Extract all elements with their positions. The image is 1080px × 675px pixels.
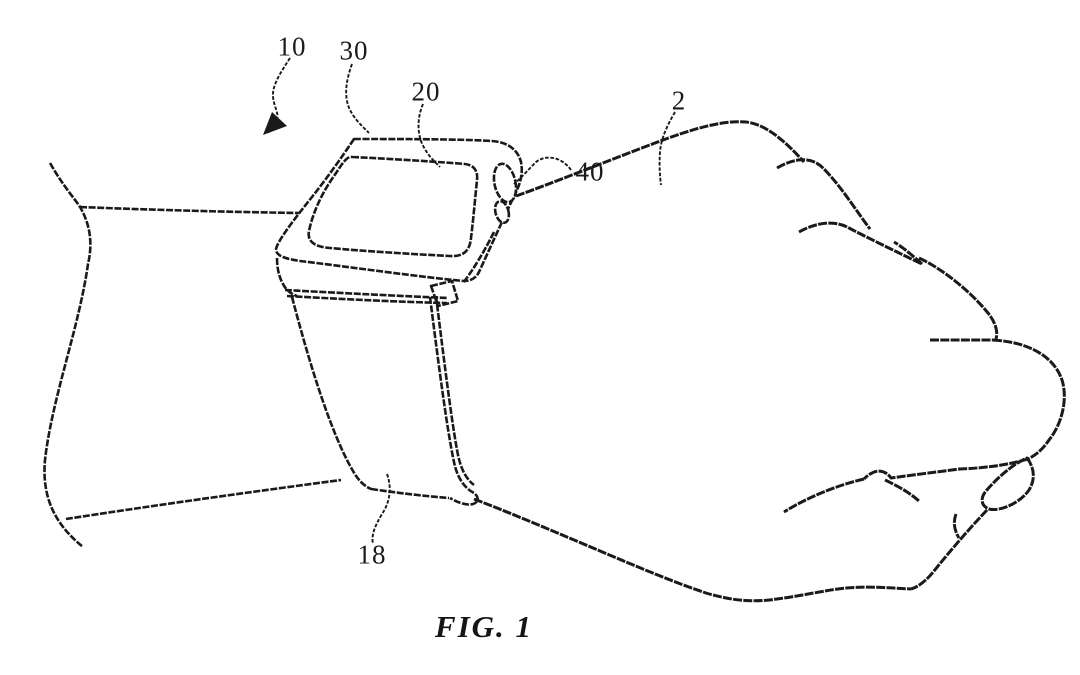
thumb-short-crease [952, 513, 961, 539]
thumb-outline [980, 456, 1035, 512]
watch-side-button [493, 199, 511, 225]
forearm-left-contour [43, 162, 92, 549]
band-strap-right-outer [428, 296, 479, 506]
fist-edge-descending [918, 256, 999, 340]
watch-case-underside-right [461, 231, 496, 284]
forearm-bottom-edge [65, 478, 342, 521]
band-top-edge-upper [284, 288, 449, 300]
watch-band-drawing [284, 288, 479, 506]
watch-case-left-lug [275, 257, 298, 298]
fist-right-edge [992, 338, 1066, 461]
watch-digital-crown [492, 162, 518, 204]
band-strap-right-inner [434, 295, 475, 487]
hand-bottom-contour [473, 497, 912, 603]
ref-label-30: 30 [339, 35, 369, 66]
finger-crease-branch [884, 478, 920, 503]
ref-label-2: 2 [671, 85, 687, 116]
leader-line-30 [345, 63, 370, 134]
forearm-top-edge [79, 205, 302, 215]
leader-line-40 [513, 156, 572, 185]
reference-leader-lines [263, 57, 676, 545]
watch-screen-outline [307, 155, 479, 258]
leader-line-10 [272, 57, 291, 120]
ref-label-18: 18 [357, 539, 387, 570]
watch-case-right-lug [429, 279, 460, 308]
wrist-top-contour [515, 120, 806, 198]
palm-crease [783, 477, 865, 514]
arrowhead-10-icon [263, 112, 287, 135]
ref-label-20: 20 [411, 76, 441, 107]
figure-caption: FIG. 1 [434, 609, 534, 644]
pinky-bottom-contour [862, 457, 1029, 481]
band-strap-left-edge [290, 296, 372, 491]
knuckle-bump-3 [798, 221, 923, 266]
watch-body-drawing [274, 137, 524, 308]
band-strap-bottom-edge [370, 487, 450, 500]
leader-line-18 [371, 473, 391, 545]
forearm-drawing [43, 162, 342, 549]
hand-fist-drawing [473, 120, 1066, 603]
ref-label-10: 10 [277, 31, 307, 62]
knuckle-bump-2 [776, 158, 872, 230]
knuckle-valley-crease [893, 240, 924, 266]
leader-line-2 [658, 111, 676, 186]
leader-line-20 [417, 103, 441, 168]
ref-label-40: 40 [575, 156, 605, 187]
thumb-base-edge [910, 508, 989, 591]
